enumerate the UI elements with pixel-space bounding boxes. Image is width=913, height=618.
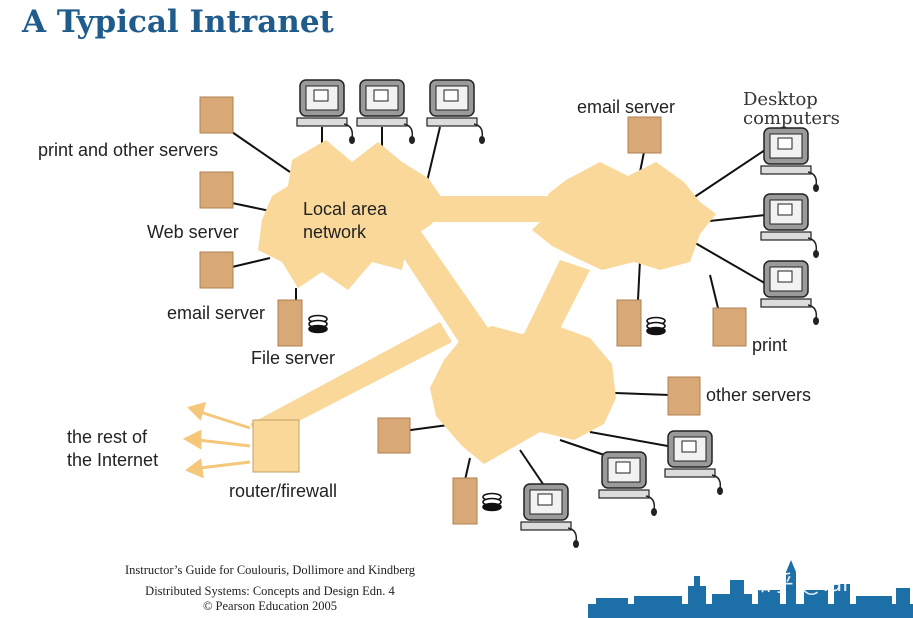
file-server-box xyxy=(277,299,303,347)
footer-line-3: © Pearson Education 2005 xyxy=(202,599,338,613)
label-router-firewall: router/firewall xyxy=(229,481,338,501)
label-file-server: File server xyxy=(251,348,336,368)
disk-icon xyxy=(308,314,328,334)
right-file-server-box xyxy=(616,299,642,347)
email-server-right-box xyxy=(627,116,662,154)
internet-arrows xyxy=(182,401,251,479)
desktop-computer-icon xyxy=(426,79,486,145)
disk-icon xyxy=(482,492,502,512)
label-email-server-left: email server xyxy=(167,303,266,323)
desktop-computer-icon xyxy=(664,430,724,496)
slide-title: A Typical Intranet xyxy=(22,4,334,40)
lan-cloud xyxy=(258,140,442,290)
label-desktop-computers: Desktop computers xyxy=(743,89,840,129)
desktop-computer-icon xyxy=(760,127,820,193)
center-cloud xyxy=(430,324,616,464)
label-rest-of-internet: the rest of the Internet xyxy=(67,427,159,470)
print-right-box xyxy=(712,307,747,347)
label-print-right: print xyxy=(752,335,788,355)
label-web-server: Web server xyxy=(147,222,239,242)
right-cloud xyxy=(532,162,716,270)
university-skyline-logo xyxy=(588,560,913,618)
desktop-computer-icon xyxy=(760,260,820,326)
footer-line-2: Distributed Systems: Concepts and Design… xyxy=(145,584,395,598)
desktop-computer-icon xyxy=(520,483,580,549)
network-cables xyxy=(231,126,769,488)
label-email-server-right: email server xyxy=(577,97,676,117)
label-other-servers: other servers xyxy=(706,385,812,405)
label-local-area-network: Local area network xyxy=(303,199,388,243)
other-servers-box xyxy=(667,376,701,416)
email-server-left-box xyxy=(199,251,234,289)
print-server-box xyxy=(199,96,234,134)
router-firewall-box xyxy=(252,419,300,473)
footer-line-1: Instructor’s Guide for Coulouris, Dollim… xyxy=(124,563,416,577)
desktop-computer-icon xyxy=(760,193,820,259)
center-server-box xyxy=(377,417,411,454)
server-boxes xyxy=(199,96,747,525)
desktop-computer-icon xyxy=(356,79,416,145)
disk-icon xyxy=(646,316,666,336)
label-print-and-other-servers: print and other servers xyxy=(38,140,219,160)
watermark: 知乎 @lankin xyxy=(749,572,889,597)
bottom-file-server-box xyxy=(452,477,478,525)
desktop-computer-icon xyxy=(296,79,356,145)
web-server-box xyxy=(199,171,234,209)
desktop-computer-icon xyxy=(598,451,658,517)
